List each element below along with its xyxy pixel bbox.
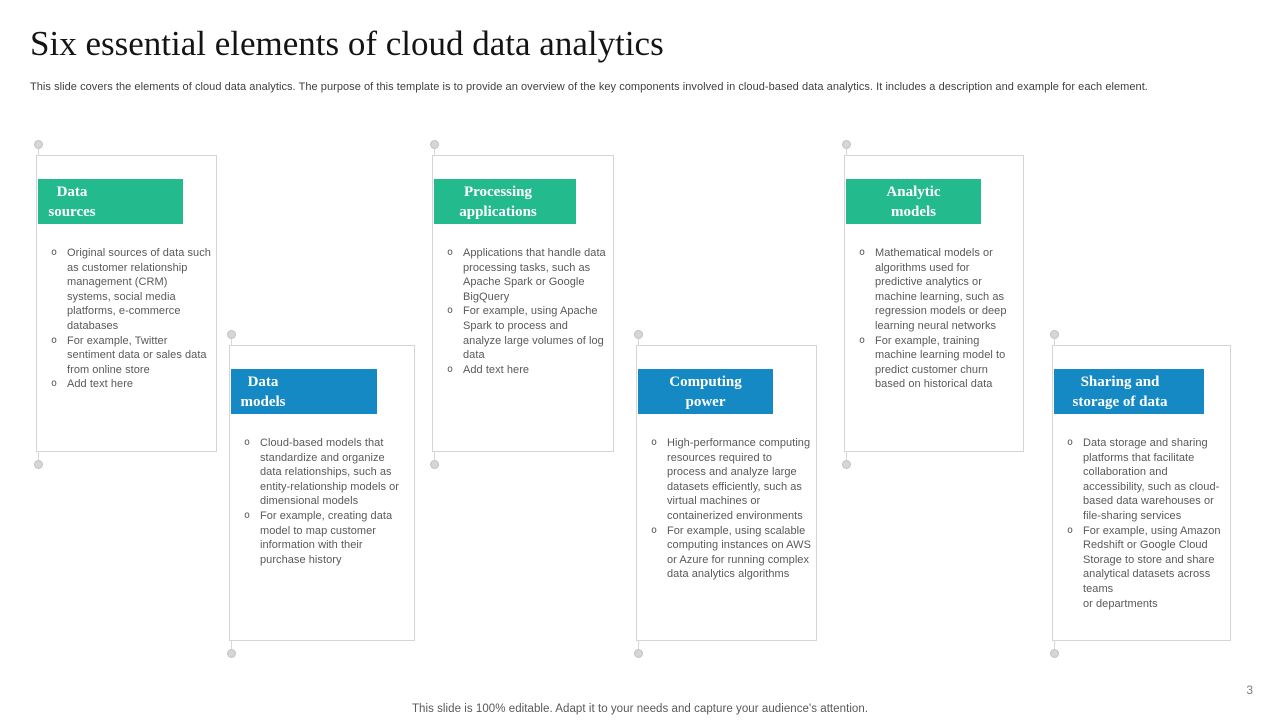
bullet-item: o Data storage and sharing platforms that… (1067, 436, 1226, 524)
card-header[interactable]: Analytic models (846, 179, 981, 224)
bullet-marker: o (447, 363, 454, 375)
card-title: Data models (240, 373, 286, 410)
bullet-marker: o (1067, 437, 1074, 448)
bullet-marker: o (651, 524, 658, 536)
bullet-text: For example, using Amazon Redshift or Go… (1083, 524, 1221, 610)
card-title: Processing applications (459, 183, 537, 220)
card-header[interactable]: Sharing and storage of data (1054, 369, 1204, 414)
bullet-marker: o (859, 334, 866, 346)
selection-handle-icon[interactable] (34, 140, 43, 149)
bullet-text: Add text here (67, 378, 134, 391)
bullet-item: o For example, using scalable computing i… (651, 524, 812, 582)
bullet-text: For example, training machine learning m… (875, 334, 1006, 391)
leader-line (1054, 640, 1055, 650)
card-processing-applications[interactable]: Processing applications o Applications th… (430, 140, 614, 469)
selection-handle-icon[interactable] (34, 460, 43, 469)
leader-line (846, 451, 847, 461)
selection-handle-icon[interactable] (634, 330, 643, 339)
selection-handle-icon[interactable] (634, 649, 643, 658)
bullet-text: Original sources of data such as custome… (67, 247, 211, 332)
bullet-text: For example, using scalable computing in… (667, 524, 811, 581)
bullet-marker: o (244, 509, 251, 521)
selection-handle-icon[interactable] (842, 460, 851, 469)
leader-line (434, 148, 435, 156)
page-title[interactable]: Six essential elements of cloud data ana… (30, 24, 664, 63)
card-header[interactable]: Computing power (638, 369, 773, 414)
bullet-marker: o (244, 437, 251, 448)
bullet-text: For example, using Apache Spark to proce… (463, 305, 604, 362)
leader-line (638, 640, 639, 650)
bullet-item: o Applications that handle data processin… (447, 246, 609, 304)
leader-line (231, 338, 232, 346)
bullet-text: Cloud-based models that standardize and … (260, 437, 400, 508)
leader-line (38, 451, 39, 461)
bullet-list[interactable]: o High-performance computing resources re… (651, 436, 812, 582)
bullet-item: o For example, training machine learning … (859, 334, 1019, 392)
bullet-item: o Mathematical models or algorithms used … (859, 246, 1019, 334)
bullet-list[interactable]: o Data storage and sharing platforms that… (1067, 436, 1226, 611)
bullet-marker: o (1067, 524, 1074, 536)
bullet-marker: o (651, 437, 658, 448)
bullet-item: o Add text here (51, 377, 212, 392)
selection-handle-icon[interactable] (430, 140, 439, 149)
bullet-text: For example, creating data model to map … (260, 509, 393, 566)
bullet-text: High-performance computing resources req… (667, 437, 811, 522)
leader-line (231, 640, 232, 650)
selection-handle-icon[interactable] (227, 649, 236, 658)
bullet-item: o For example, Twitter sentiment data or … (51, 334, 212, 378)
card-title: Data sources (48, 183, 96, 220)
selection-handle-icon[interactable] (1050, 330, 1059, 339)
footer-note: This slide is 100% editable. Adapt it to… (411, 703, 869, 715)
bullet-list[interactable]: o Mathematical models or algorithms used … (859, 246, 1019, 392)
bullet-marker: o (447, 247, 454, 258)
card-title: Computing power (669, 373, 742, 410)
card-title: Sharing and storage of data (1072, 373, 1168, 410)
bullet-text: Data storage and sharing platforms that … (1083, 437, 1220, 522)
card-data-sources[interactable]: Data sources o Original sources of data s… (34, 140, 217, 469)
bullet-text: Mathematical models or algorithms used f… (875, 247, 1007, 332)
bullet-marker: o (51, 378, 58, 390)
card-data-models[interactable]: Data models o Cloud-based models that sta… (227, 330, 415, 658)
leader-line (638, 338, 639, 346)
leader-line (434, 451, 435, 461)
bullet-marker: o (51, 334, 58, 346)
page-number: 3 (1246, 683, 1253, 697)
card-analytic-models[interactable]: Analytic models o Mathematical models or … (842, 140, 1024, 469)
card-header[interactable]: Data sources (38, 179, 183, 224)
card-title: Analytic models (886, 183, 941, 220)
card-computing-power[interactable]: Computing power o High-performance comput… (634, 330, 817, 658)
bullet-text: Applications that handle data processing… (463, 247, 606, 303)
bullet-marker: o (447, 305, 454, 317)
bullet-item: o High-performance computing resources re… (651, 436, 812, 524)
bullet-item: o Add text here (447, 363, 609, 378)
bullet-item: o For example, using Amazon Redshift or G… (1067, 524, 1226, 612)
card-header[interactable]: Data models (231, 369, 377, 414)
bullet-marker: o (51, 247, 58, 258)
selection-handle-icon[interactable] (430, 460, 439, 469)
selection-handle-icon[interactable] (842, 140, 851, 149)
bullet-list[interactable]: o Cloud-based models that standardize and… (244, 436, 410, 567)
card-header[interactable]: Processing applications (434, 179, 576, 224)
leader-line (38, 148, 39, 156)
bullet-marker: o (859, 247, 866, 258)
bullet-item: o Original sources of data such as custom… (51, 246, 212, 334)
slide-description[interactable]: This slide covers the elements of cloud … (30, 81, 1148, 93)
selection-handle-icon[interactable] (1050, 649, 1059, 658)
bullet-list[interactable]: o Applications that handle data processin… (447, 246, 609, 377)
bullet-text: Add text here (463, 363, 530, 376)
leader-line (846, 148, 847, 156)
bullet-item: o For example, creating data model to map… (244, 509, 410, 567)
leader-line (1054, 338, 1055, 346)
selection-handle-icon[interactable] (227, 330, 236, 339)
bullet-item: o For example, using Apache Spark to proc… (447, 304, 609, 362)
card-sharing-and-storage-of-data[interactable]: Sharing and storage of data o Data storag… (1050, 330, 1231, 658)
bullet-item: o Cloud-based models that standardize and… (244, 436, 410, 509)
bullet-text: For example, Twitter sentiment data or s… (67, 334, 207, 376)
bullet-list[interactable]: o Original sources of data such as custom… (51, 246, 212, 392)
